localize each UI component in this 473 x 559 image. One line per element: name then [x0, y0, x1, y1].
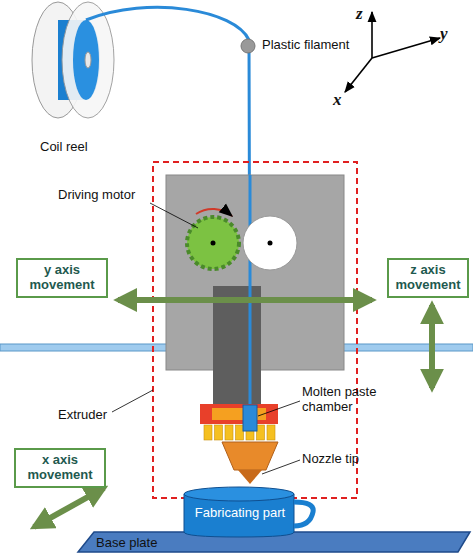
- axis-label: z: [356, 4, 363, 24]
- movement-box: z axis movement: [387, 258, 469, 298]
- part-label: Nozzle tip: [302, 452, 359, 467]
- coil-reel: [32, 2, 114, 118]
- node-text: Fabricating part: [195, 506, 285, 521]
- part-label: Plastic filament: [262, 38, 349, 53]
- heater-block: [200, 404, 278, 424]
- movement-box: y axis movement: [16, 258, 108, 298]
- node-text: y axis movement: [23, 263, 101, 293]
- axes: [345, 12, 440, 92]
- nozzle: [222, 442, 278, 470]
- cooling-fins: [204, 425, 275, 440]
- leader-lines: [112, 203, 300, 474]
- guide-roller: [241, 39, 255, 53]
- part-label: Extruder: [58, 408, 107, 423]
- node-text: x axis movement: [21, 453, 99, 483]
- axis-label: x: [333, 90, 342, 110]
- molten-chamber: [243, 405, 257, 431]
- part-label: Driving motor: [58, 188, 135, 203]
- idler-wheel: [243, 216, 297, 270]
- movement-box: x axis movement: [14, 448, 106, 488]
- feed-tube: [213, 286, 261, 404]
- extruder-outline: [153, 162, 357, 498]
- axis-label: y: [440, 24, 448, 44]
- part-label: Coil reel: [40, 140, 88, 155]
- drive-gear: [187, 209, 239, 269]
- part-label: Base plate: [96, 536, 157, 551]
- fabricating-part: Fabricating part: [182, 486, 316, 538]
- node-text: z axis movement: [394, 263, 462, 293]
- part-label: Molten paste chamber: [302, 385, 392, 415]
- movement-arrows: [34, 300, 432, 527]
